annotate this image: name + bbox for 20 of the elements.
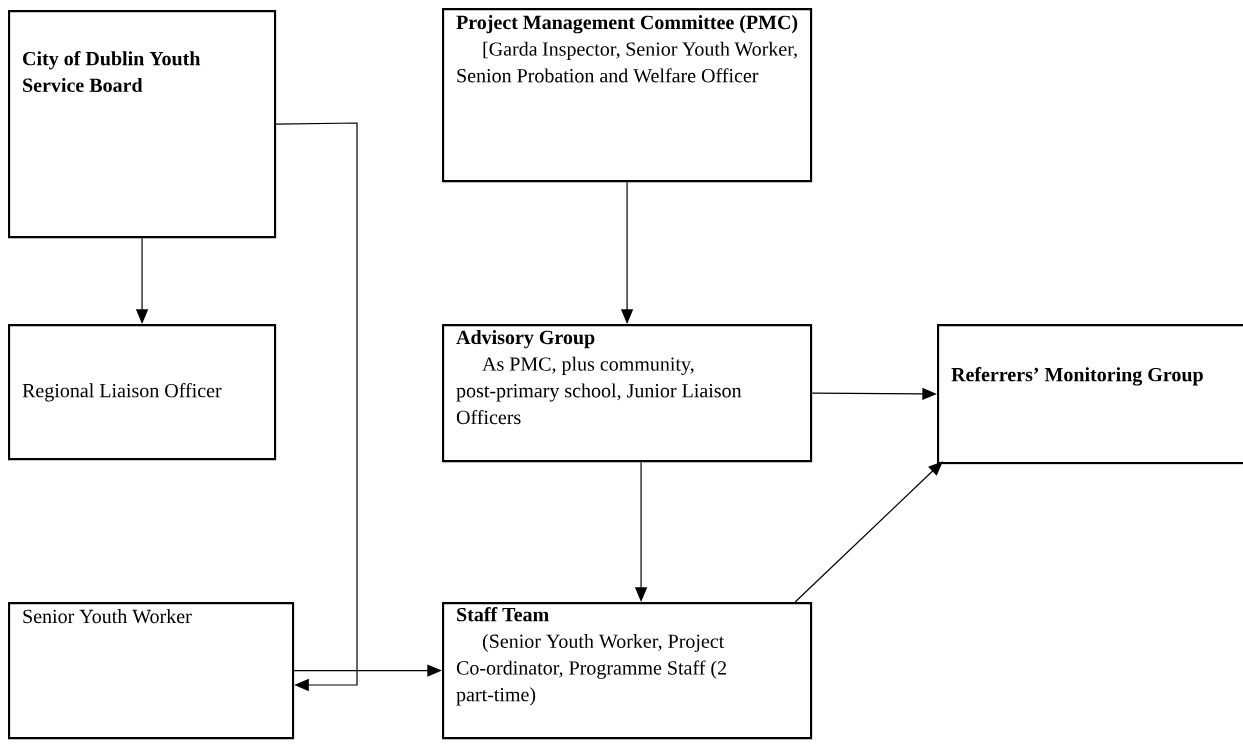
box-heading: Staff Team xyxy=(457,607,549,622)
process-box xyxy=(937,324,1243,465)
process-box xyxy=(8,10,277,239)
process-box xyxy=(442,8,813,183)
box-heading: Referrers’ Monitoring Group xyxy=(951,367,1203,386)
box-text: [Garda Inspector, Senior Youth Worker, Senion Probation and Welfare Officer xyxy=(457,41,797,83)
arrow xyxy=(794,461,943,603)
process-box xyxy=(442,324,813,463)
box-heading: Advisory Group xyxy=(456,330,595,349)
arrow xyxy=(293,664,442,677)
arrow xyxy=(275,122,358,692)
box-text: (Senior Youth Worker, Project Co-ordinator, Programme Staff (2 part-time) xyxy=(456,633,726,706)
box-heading: Project Management Committee (PMC) xyxy=(456,15,798,34)
box-heading: City of Dublin Youth Service Board xyxy=(23,51,201,92)
process-box xyxy=(8,602,295,740)
box-heading: Regional Liaison Officer xyxy=(22,383,222,402)
box-text: As PMC, plus community, post-primary school, Junior Liaison Officers xyxy=(456,356,742,425)
box-heading: Senior Youth Worker xyxy=(23,609,192,624)
process-box xyxy=(8,324,277,461)
process-box xyxy=(442,602,813,740)
